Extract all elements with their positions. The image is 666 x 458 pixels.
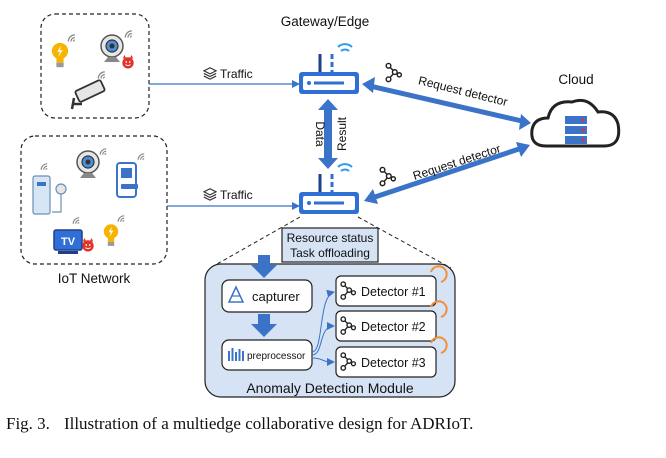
wifi-icon: [72, 217, 80, 225]
module-label: Anomaly Detection Module: [246, 380, 414, 396]
data-label: Data: [313, 121, 327, 147]
down-arrow-top: [251, 255, 277, 278]
wifi-icon: [137, 153, 145, 161]
resource-status-label: Resource status: [287, 231, 374, 245]
refresh-icon: [430, 300, 448, 318]
task-offloading-label: Task offloading: [290, 246, 370, 260]
detector-1-label: Detector #1: [361, 285, 426, 299]
wifi-icon: [99, 148, 107, 156]
caption-text: Illustration of a multiedge collaborativ…: [63, 414, 474, 433]
request-label-top: Request detector: [417, 73, 509, 109]
request-label-bottom: Request detector: [411, 141, 502, 183]
zoom-line-left: [209, 216, 301, 269]
shark-fin-icon: [227, 285, 245, 303]
zoom-line-right: [357, 216, 452, 269]
router-icon-top: [298, 43, 360, 96]
preprocessor-label: preprocessor: [247, 351, 306, 362]
cloud-label: Cloud: [558, 72, 593, 87]
detector-3-box[interactable]: [335, 336, 448, 378]
wifi-icon: [124, 30, 133, 39]
graph-icon: [385, 62, 402, 83]
bulb-icon: [103, 224, 119, 246]
tv-icon: TV: [53, 229, 83, 254]
bulb-icon: [51, 42, 69, 68]
wifi-icon: [97, 71, 106, 80]
down-arrow-bottom: [251, 314, 277, 337]
router-icon-bottom: [298, 163, 360, 216]
request-arrow-bottom: [364, 142, 530, 204]
smart-plug-icon: [32, 175, 67, 215]
capturer-box[interactable]: [221, 279, 313, 313]
webcam-icon: [100, 34, 124, 62]
detector-1-box[interactable]: [335, 265, 448, 307]
iot-group-top-box: [40, 13, 150, 119]
link-to-detector-2: [311, 322, 335, 356]
data-result-arrow: [318, 99, 338, 169]
caption-number: Fig. 3.: [6, 414, 50, 433]
figure-caption: Fig. 3. Illustration of a multiedge colla…: [6, 414, 660, 434]
link-to-detector-3: [311, 357, 335, 366]
devil-icon: [121, 55, 135, 69]
tv-label: TV: [61, 236, 76, 248]
webcam-icon: [76, 150, 100, 178]
smart-lock-icon: [116, 162, 138, 198]
detector-2-box[interactable]: [335, 300, 448, 342]
wifi-icon: [67, 34, 76, 43]
graph-icon: [379, 166, 396, 187]
devil-icon: [81, 238, 95, 252]
traffic-label-bottom: Traffic: [220, 188, 253, 202]
architecture-diagram: TV IoT Network Traffic Traffic Gateway/E…: [20, 13, 621, 398]
wifi-icon: [40, 163, 48, 171]
link-to-detector-1: [311, 289, 335, 353]
security-camera-icon: [70, 79, 106, 110]
preprocessor-bars-icon: [228, 348, 244, 361]
wifi-icon: [117, 215, 125, 223]
detector-3-label: Detector #3: [361, 356, 426, 370]
request-arrow-top: [362, 77, 531, 130]
gateway-title: Gateway/Edge: [281, 14, 370, 29]
resource-status-box: [281, 227, 379, 263]
capturer-label: capturer: [252, 289, 300, 304]
cloud-server-icon: [530, 98, 621, 148]
traffic-label-top: Traffic: [220, 67, 253, 81]
detector-2-label: Detector #2: [361, 320, 426, 334]
refresh-icon: [430, 336, 448, 354]
result-label: Result: [335, 116, 349, 151]
refresh-icon: [430, 265, 448, 283]
iot-group-bottom-box: [20, 135, 168, 265]
layers-icon: [203, 188, 217, 201]
layers-icon: [203, 67, 217, 80]
iot-network-label: IoT Network: [58, 271, 131, 286]
